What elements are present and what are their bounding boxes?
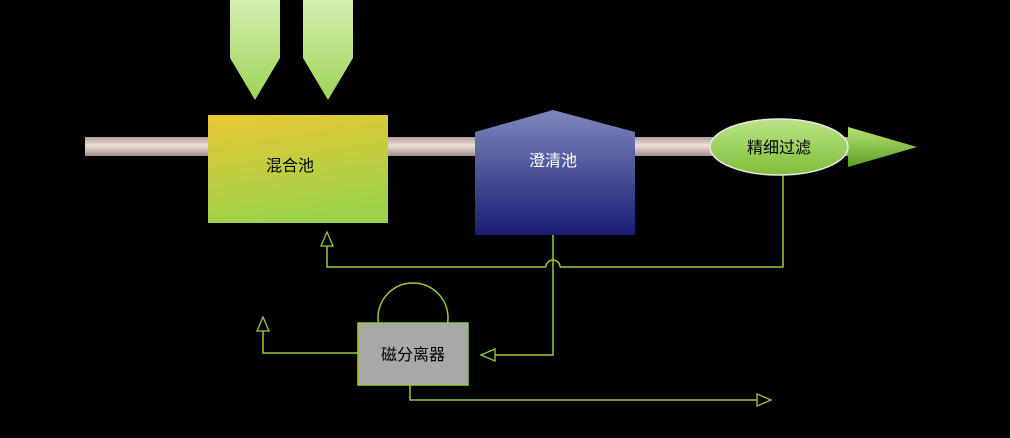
- magnetic-separator-label: 磁分离器: [381, 345, 445, 364]
- node-magnetic-separator: [357, 322, 469, 386]
- node-clarifier: [475, 110, 635, 235]
- connector-clarifier-to-separator: [495, 235, 554, 356]
- mixing-pool-label: 混合池: [266, 156, 314, 175]
- arrow-up-into-mixing-icon: [320, 230, 334, 247]
- connector-separator-discharge: [409, 385, 757, 401]
- feed-arrow-down-icon-2: [303, 0, 353, 100]
- arrow-left-into-separator-icon: [479, 348, 496, 362]
- node-mixing-pool: [208, 115, 388, 223]
- fine-filter-label: 精细过滤: [747, 138, 811, 157]
- arrow-right-discharge-icon: [756, 393, 773, 407]
- pipe-output-arrow-icon: [848, 127, 917, 167]
- connector-filter-to-mixing: [326, 175, 784, 268]
- arrow-up-return-icon: [256, 315, 270, 332]
- clarifier-label: 澄清池: [529, 151, 577, 170]
- feed-arrow-down-icon-1: [230, 0, 280, 100]
- connector-separator-return: [262, 331, 358, 354]
- node-fine-filter: [709, 118, 849, 176]
